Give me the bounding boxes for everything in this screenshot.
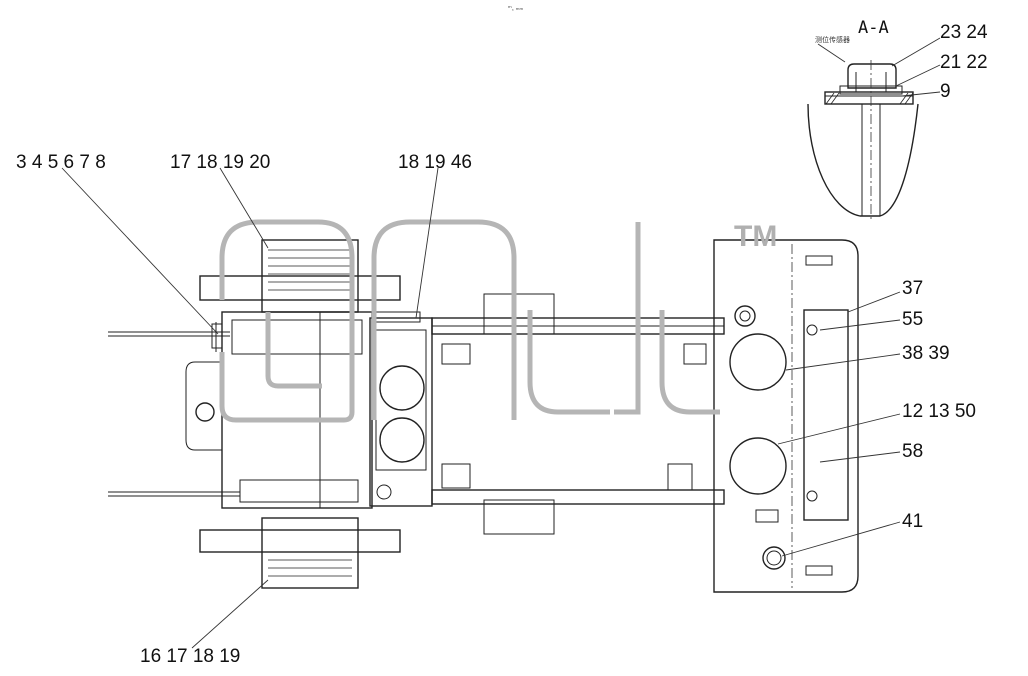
callout-41: 41 — [902, 511, 923, 532]
callout-9: 9 — [940, 81, 951, 102]
section-a-a-view: A-A 测位传感器 23 24 21 22 9 — [807, 18, 988, 220]
section-title: A-A — [858, 18, 889, 38]
top-mark: ᵐ꜀ ₘₘ — [508, 5, 523, 12]
watermark: TM — [219, 219, 777, 423]
watermark-tm: TM — [734, 220, 777, 253]
callout-58: 58 — [902, 441, 923, 462]
callout-21-22: 21 22 — [940, 52, 988, 73]
callouts: 3 4 5 6 7 8 17 18 19 20 18 19 46 37 55 3… — [16, 152, 976, 667]
callout-3-8: 3 4 5 6 7 8 — [16, 152, 106, 173]
callout-16-19: 16 17 18 19 — [140, 646, 240, 667]
callout-55: 55 — [902, 309, 923, 330]
callout-12-13-50: 12 13 50 — [902, 401, 976, 422]
callout-18-19-46: 18 19 46 — [398, 152, 472, 173]
callout-23-24: 23 24 — [940, 22, 988, 43]
callout-17-20: 17 18 19 20 — [170, 152, 270, 173]
sensor-label: 测位传感器 — [815, 35, 850, 44]
callout-38-39: 38 39 — [902, 343, 950, 364]
callout-37: 37 — [902, 278, 923, 299]
